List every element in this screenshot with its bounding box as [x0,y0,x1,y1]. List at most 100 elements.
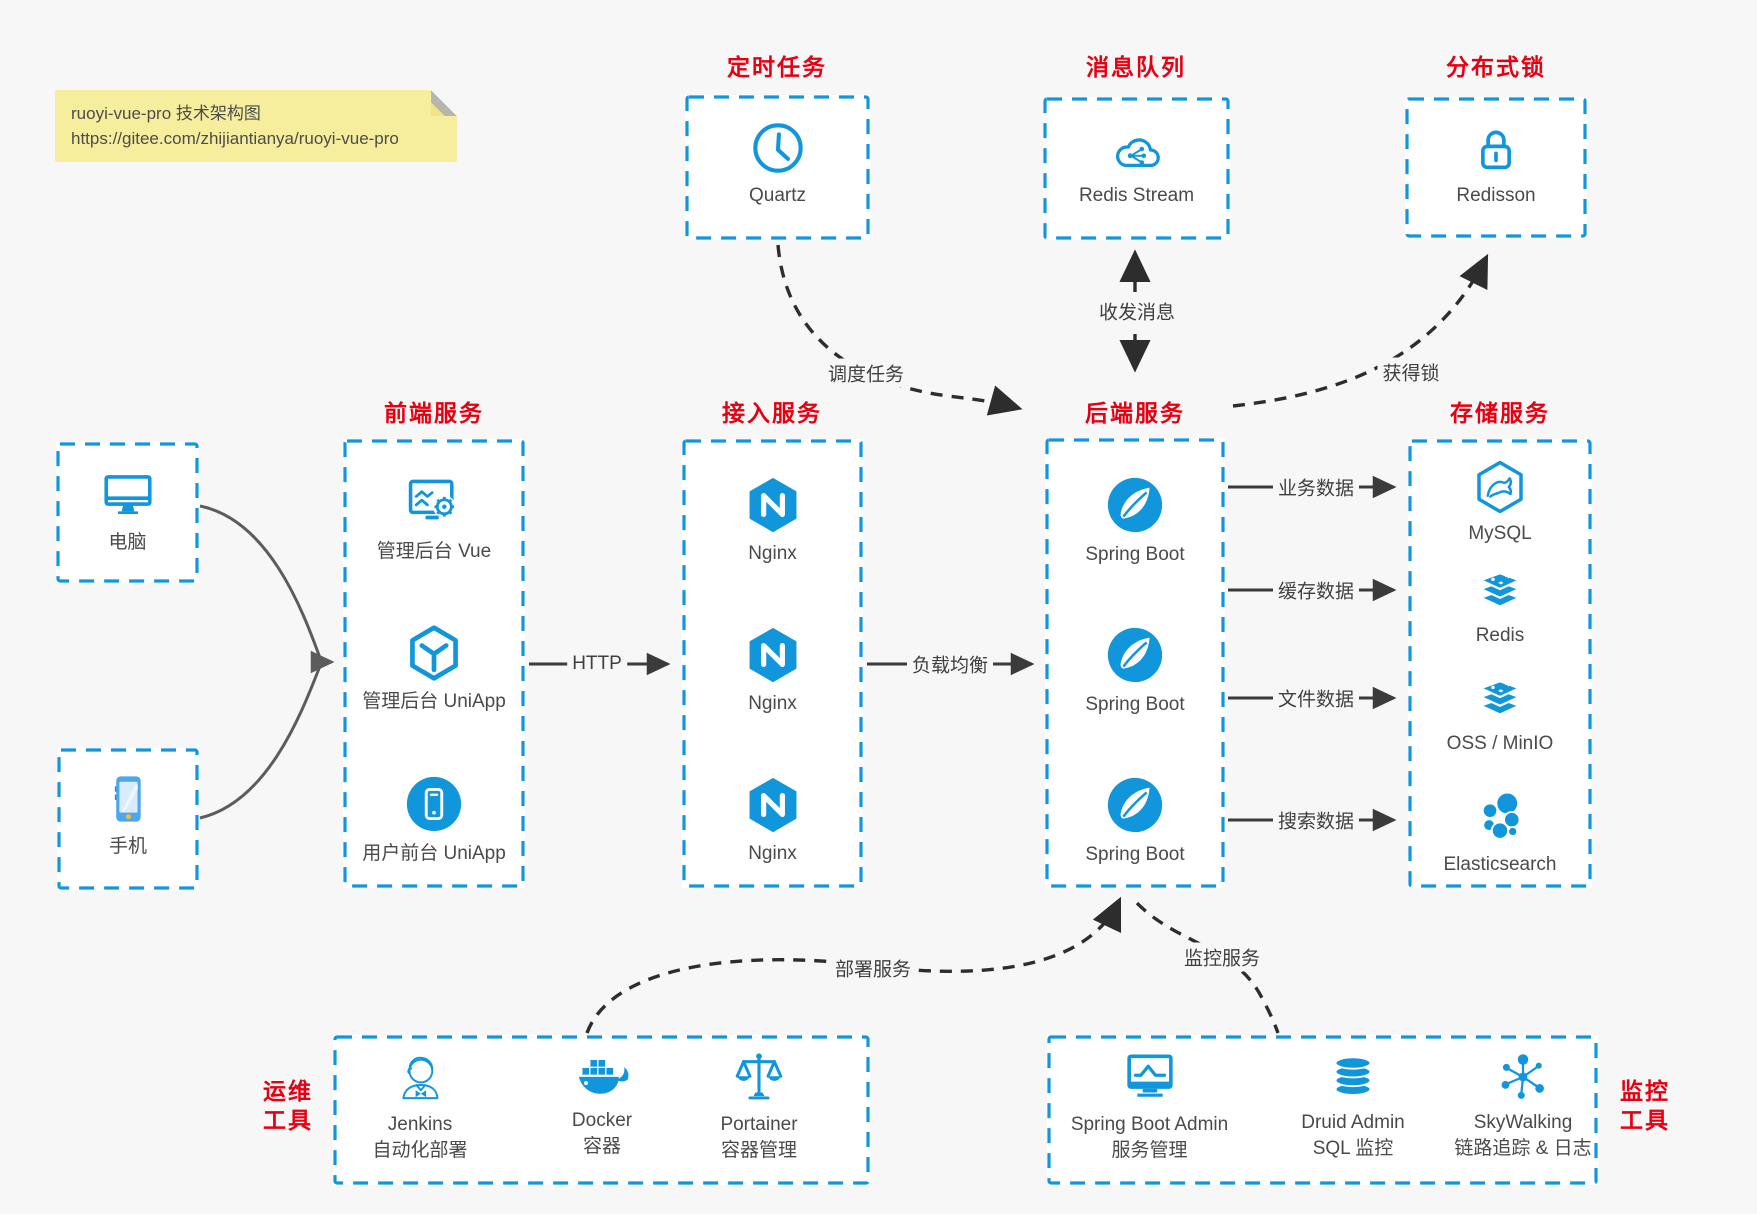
group-box-scheduled-task: Quartz [685,95,870,240]
nginx-icon [749,477,796,533]
edge-label-acquire-lock: 获得锁 [1377,357,1445,387]
tool-desc: 容器管理 [720,1140,797,1161]
spring-boot-admin-icon [1126,1054,1173,1097]
tool-name: Spring Boot Admin [1070,1114,1229,1135]
service-label: Nginx [748,543,797,564]
tool-name: Docker [571,1110,633,1131]
edge-client-phone [199,665,322,820]
monitor-title-line2: 工具 [1620,1107,1670,1133]
edge-label-file-data: 文件数据 [1272,683,1360,713]
tool-item-skywalking: SkyWalking 链路追踪 & 日志 [1423,1035,1623,1185]
edge-label-business-data: 业务数据 [1272,472,1360,502]
redis-icon [1479,572,1521,608]
group-box-ops-tools: Jenkins 自动化部署 Docker 容器 [333,1035,870,1185]
tool-desc: 容器 [582,1136,621,1157]
group-title-monitor-tools: 监控 工具 [1609,1077,1681,1135]
edge-acquire-lock [1232,253,1489,408]
group-box-storage: MySQL Redis [1408,439,1592,888]
tool-desc: 服务管理 [1111,1140,1188,1161]
service-label: Redis Stream [1078,185,1195,206]
edge-label-http: HTTP [567,652,627,676]
group-box-message-queue: Redis Stream [1043,97,1230,240]
spring-boot-icon [1107,777,1163,833]
tool-desc: SQL 监控 [1312,1138,1394,1159]
desktop-computer-icon [103,475,152,515]
group-box-backend: Spring Boot Spring Boot Spring Boot [1045,438,1225,888]
ops-title-line1: 运维 [263,1078,313,1104]
group-box-distributed-lock: Redisson [1405,97,1587,238]
tool-item-druid: Druid Admin SQL 监控 [1258,1035,1448,1185]
group-box-client-desktop: 电脑 [56,442,199,583]
druid-database-icon [1334,1056,1372,1096]
service-label: Quartz [748,185,807,206]
nginx-icon [749,627,796,683]
spring-boot-icon [1107,477,1163,533]
tool-item-jenkins: Jenkins 自动化部署 [335,1035,505,1185]
note-title: ruoyi-vue-pro 技术架构图 [71,104,261,123]
tool-name: SkyWalking [1473,1112,1573,1133]
edge-label-load-balance: 负载均衡 [906,649,994,679]
group-title-scheduled-task: 定时任务 [727,54,827,80]
group-title-message-queue: 消息队列 [1086,54,1186,80]
group-box-gateway: Nginx Nginx Nginx [682,439,863,888]
oss-minio-icon [1479,680,1521,716]
service-label: 用户前台 UniApp [362,843,506,864]
group-title-ops-tools: 运维 工具 [252,1077,324,1135]
uniapp-admin-icon [410,625,458,681]
tool-item-docker: Docker 容器 [517,1035,687,1185]
monitor-title-line1: 监控 [1620,1078,1670,1104]
service-label: 管理后台 UniApp [362,691,506,712]
spring-boot-icon [1107,627,1163,683]
service-label: Elasticsearch [1443,854,1557,875]
mysql-icon [1477,460,1523,514]
edge-label-search-data: 搜索数据 [1272,805,1360,835]
group-box-client-phone: 手机 [57,748,199,890]
sticky-note: ruoyi-vue-pro 技术架构图 https://gitee.com/zh… [55,90,457,162]
tool-item-portainer: Portainer 容器管理 [674,1035,844,1185]
redis-stream-cloud-icon [1115,138,1160,168]
group-title-gateway: 接入服务 [722,400,822,426]
edge-label-send-receive-message: 收发消息 [1093,296,1181,326]
ops-title-line2: 工具 [263,1107,313,1133]
group-box-frontend: 管理后台 Vue 管理后台 UniApp 用户前台 UniApp [343,439,525,888]
edge-label-schedule-task: 调度任务 [822,358,910,388]
tool-name: Jenkins [387,1114,453,1135]
edge-client-desktop [199,504,322,659]
skywalking-icon [1501,1054,1544,1099]
service-label: Spring Boot [1085,844,1185,865]
client-label: 电脑 [108,532,147,553]
client-label: 手机 [108,836,147,857]
nginx-icon [749,777,796,833]
service-label: Spring Boot [1085,544,1185,565]
service-label: Nginx [748,693,797,714]
edge-label-monitor-service: 监控服务 [1178,942,1266,972]
group-title-frontend: 前端服务 [384,400,484,426]
admin-vue-icon [408,479,456,520]
quartz-clock-icon [752,123,803,173]
uniapp-user-icon [406,776,462,832]
edge-label-deploy-service: 部署服务 [829,953,917,983]
service-label: 管理后台 Vue [376,541,492,562]
mobile-phone-icon [114,776,141,822]
redisson-lock-icon [1481,130,1511,170]
elasticsearch-icon [1481,791,1521,840]
note-fold-corner [431,90,457,116]
tool-name: Portainer [720,1114,798,1135]
docker-icon [578,1060,629,1094]
service-label: OSS / MinIO [1446,733,1554,754]
edge-label-cache-data: 缓存数据 [1272,575,1360,605]
group-title-backend: 后端服务 [1085,400,1185,426]
service-label: Redisson [1456,185,1536,206]
service-label: MySQL [1468,523,1532,544]
tool-desc: 自动化部署 [372,1140,468,1161]
jenkins-icon [402,1056,439,1100]
service-label: Nginx [748,843,797,864]
tool-name: Druid Admin [1301,1112,1405,1133]
tool-desc: 链路追踪 & 日志 [1454,1138,1592,1159]
portainer-scales-icon [735,1053,783,1100]
note-link: https://gitee.com/zhijiantianya/ruoyi-vu… [71,129,399,148]
service-label: Spring Boot [1085,694,1185,715]
group-title-storage: 存储服务 [1450,400,1550,426]
service-label: Redis [1475,625,1525,646]
